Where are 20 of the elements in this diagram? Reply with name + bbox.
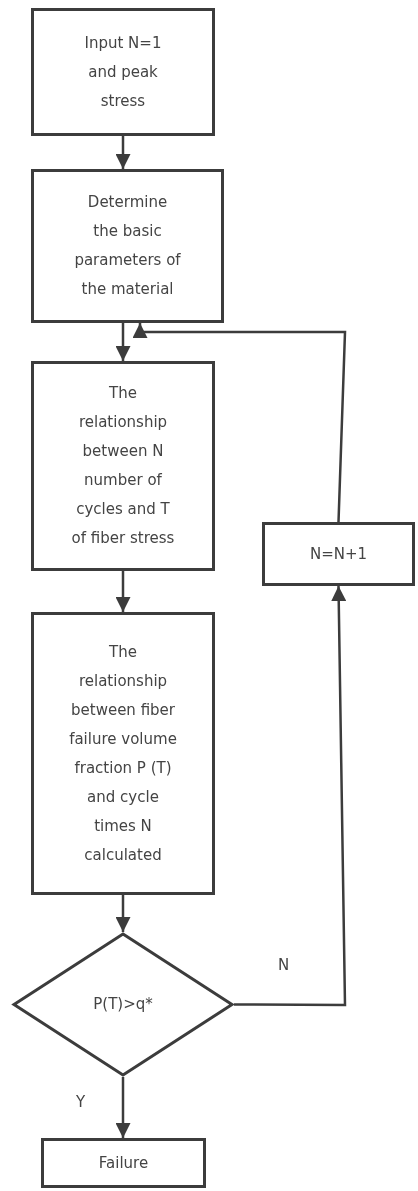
process-box — [31, 8, 215, 136]
node-text: P(T)>q* — [93, 994, 153, 1015]
arrow — [234, 585, 347, 1007]
node-text: Failure — [98, 1152, 149, 1174]
arrow — [115, 136, 131, 169]
process-box — [262, 522, 415, 586]
node-text: The relationship between fiber failure volume fraction P (T) and cycle times N calculated — [68, 641, 178, 866]
process-box — [41, 1138, 206, 1188]
arrow — [115, 571, 131, 612]
arrow — [115, 1077, 131, 1138]
process-box — [31, 169, 224, 323]
arrow — [132, 323, 347, 523]
process-box — [31, 361, 215, 571]
process-box — [31, 612, 215, 895]
node-text: The relationship between N number of cycles and T of fiber stress — [70, 383, 176, 549]
node-text: Determine the basic parameters of the material — [74, 192, 181, 300]
arrow — [115, 895, 131, 932]
node-text: Input N=1 and peak stress — [83, 32, 163, 112]
arrow — [115, 323, 131, 361]
node-text: N=N+1 — [309, 543, 368, 565]
